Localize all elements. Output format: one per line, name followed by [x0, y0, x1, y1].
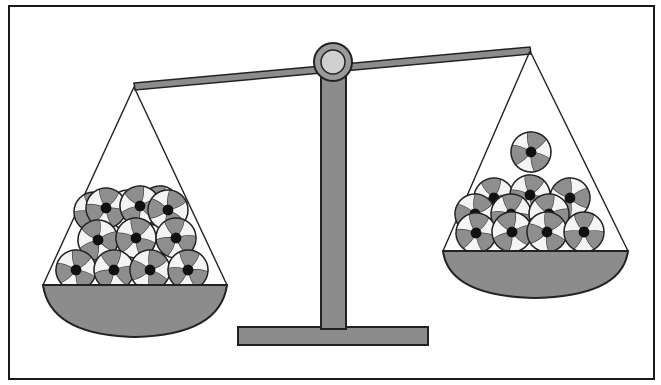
scale-post: [321, 74, 346, 329]
scale-pivot-icon: [314, 43, 352, 81]
beach-ball-icon: [564, 212, 604, 252]
